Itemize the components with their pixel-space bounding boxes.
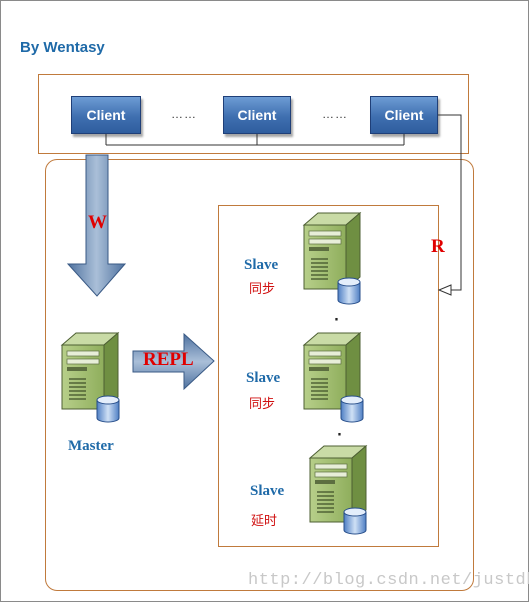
client-node-2: Client xyxy=(223,96,291,134)
ellipsis-1: …… xyxy=(171,107,197,121)
separator-dot-1: · xyxy=(334,313,339,328)
arrow-down-icon xyxy=(66,154,127,297)
slave-mode-1: 同步 xyxy=(249,282,276,297)
slave-label-2: Slave xyxy=(246,370,281,386)
read-label: R xyxy=(431,236,445,257)
replication-label: REPL xyxy=(143,349,194,370)
write-label: W xyxy=(88,212,107,233)
watermark-url: http://blog.csdn.net/justdb xyxy=(248,571,529,590)
slave-server-icon xyxy=(303,212,361,290)
slave-database-icon xyxy=(340,395,364,423)
arrow-left-icon xyxy=(437,284,452,296)
read-path-connector xyxy=(437,114,462,296)
client-group-box xyxy=(38,74,469,154)
ellipsis-2: …… xyxy=(322,107,348,121)
client-node-3: Client xyxy=(370,96,438,134)
client-bus-lines xyxy=(105,134,405,146)
slave-label-1: Slave xyxy=(244,257,279,273)
master-label: Master xyxy=(68,438,114,454)
slave-group-box xyxy=(218,205,439,547)
author-byline: By Wentasy xyxy=(20,39,105,56)
master-database-icon xyxy=(96,395,120,423)
client-node-1: Client xyxy=(71,96,141,134)
separator-dot-2: · xyxy=(337,428,342,443)
arrow-right-icon xyxy=(132,332,215,391)
slave-mode-3: 延时 xyxy=(251,514,278,529)
slave-database-icon xyxy=(343,507,367,535)
database-cluster-box xyxy=(45,159,474,591)
slave-label-3: Slave xyxy=(250,483,285,499)
slave-database-icon xyxy=(337,277,361,305)
slave-mode-2: 同步 xyxy=(249,397,276,412)
